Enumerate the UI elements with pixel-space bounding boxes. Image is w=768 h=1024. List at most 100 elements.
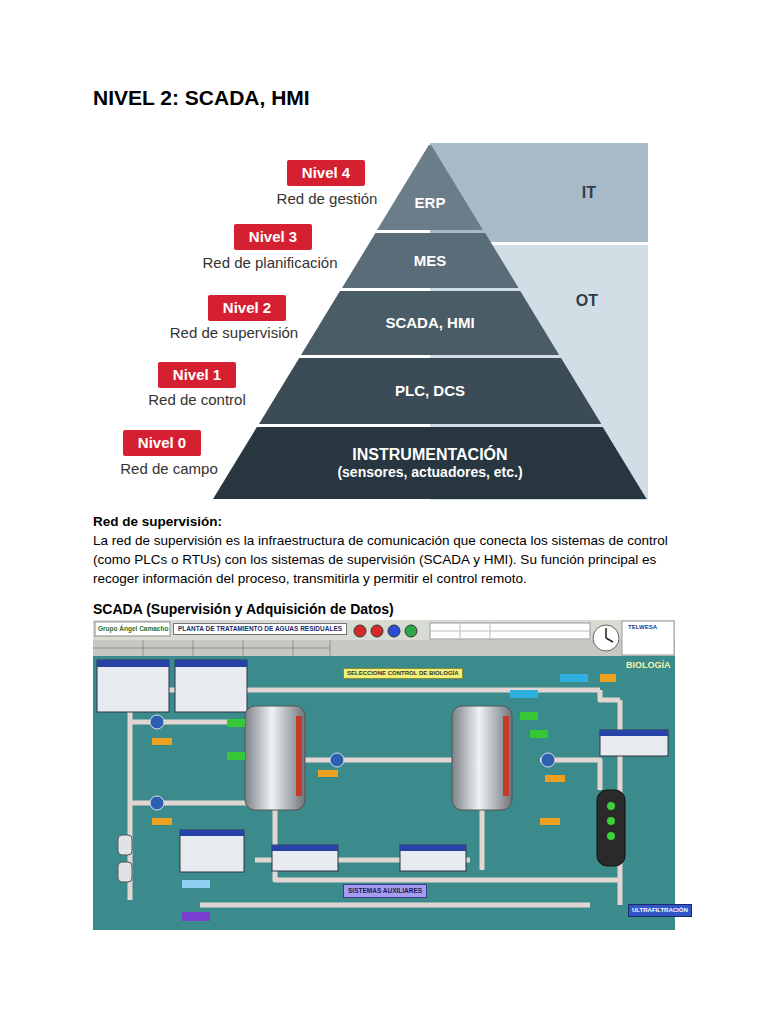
trapezoid-fill	[259, 358, 601, 424]
level-badge: Nivel 0	[123, 430, 201, 456]
alarm-table-grid	[430, 623, 590, 639]
subsystem-button: ULTRAFILTRACIÓN	[628, 904, 692, 917]
clock-hands	[606, 628, 613, 642]
subsystem-button: SISTEMAS AUXILIARES	[343, 884, 427, 898]
menu-grid	[93, 640, 330, 656]
node-text: ULTRAFILTRACIÓN	[632, 907, 688, 914]
pyramid-level: MES	[342, 233, 519, 288]
status-light	[607, 802, 615, 810]
network-caption: Red de planificación	[202, 254, 337, 272]
logo-text: TELWESA	[628, 624, 657, 631]
level-number: Nivel 4	[302, 164, 350, 182]
alarm-table	[430, 623, 590, 639]
network-caption: Red de campo	[120, 460, 218, 478]
panel-header	[97, 660, 169, 667]
level-badge: Nivel 2	[208, 295, 286, 321]
panel-header	[175, 660, 247, 667]
panel-header	[400, 845, 466, 851]
level-badge: Nivel 4	[287, 160, 365, 186]
node-text: ERP	[415, 194, 446, 212]
reactor-tank	[245, 706, 305, 810]
trapezoid-fill	[342, 233, 519, 288]
flow-tag	[182, 880, 210, 888]
setpoint-panel	[180, 830, 244, 872]
dark-vessel	[597, 790, 625, 866]
node-text: SELECCIONE CONTROL DE BIOLOGÍA	[347, 670, 459, 677]
pyramid-level: INSTRUMENTACIÓN(sensores, actuadores, et…	[213, 427, 647, 499]
trapezoid-fill	[377, 145, 483, 230]
reactor-tank	[452, 706, 512, 810]
status-tag	[520, 712, 538, 720]
status-light	[607, 832, 615, 840]
panel-header	[180, 830, 244, 836]
trapezoid-shape	[377, 145, 483, 230]
pyramid-level: ERP	[377, 145, 483, 230]
setpoint-panel	[272, 845, 338, 871]
logo-text: Grupo Ángel Camacho	[98, 625, 168, 633]
node-text: SISTEMAS AUXILIARES	[348, 887, 422, 895]
logo-box	[95, 622, 170, 636]
flow-tag	[560, 674, 588, 682]
pyramid-level: PLC, DCS	[259, 358, 601, 424]
node-text: INSTRUMENTACIÓN	[352, 445, 507, 464]
level-number: Nivel 1	[173, 366, 221, 384]
clock	[593, 625, 619, 651]
alarm-button	[354, 625, 366, 637]
node-text: IT	[582, 183, 596, 202]
node-text: PLANTA DE TRATAMIENTO DE AGUAS RESIDUALE…	[178, 625, 342, 633]
flow-tag	[510, 690, 538, 698]
pump	[150, 796, 164, 810]
flow-tag	[182, 912, 210, 921]
level-badge: Nivel 3	[234, 224, 312, 250]
filter	[118, 835, 132, 855]
node-text: SCADA, HMI	[385, 314, 474, 332]
trapezoid-fill	[301, 291, 559, 355]
logo-box	[622, 621, 674, 655]
scada-header	[93, 620, 675, 640]
network-caption: Red de supervisión	[170, 324, 298, 342]
status-tag	[227, 719, 245, 727]
panel-header	[600, 730, 668, 736]
status-tag	[530, 730, 548, 738]
node-text: OT	[576, 291, 598, 310]
pump	[150, 715, 164, 729]
valve-tag	[600, 674, 616, 682]
setpoint-panel	[175, 660, 247, 712]
network-caption: Red de control	[148, 391, 246, 409]
node-text: MES	[414, 252, 447, 270]
screen-title-box: PLANTA DE TRATAMIENTO DE AGUAS RESIDUALE…	[173, 623, 347, 635]
pipes	[130, 680, 620, 905]
level-number: Nivel 2	[223, 299, 271, 317]
body-paragraph: La red de supervisión es la infraestruct…	[93, 531, 685, 588]
section-heading: SCADA (Supervisión y Adquisición de Dato…	[93, 601, 394, 618]
alarm-button	[371, 625, 383, 637]
setpoint-panel	[600, 730, 668, 756]
valve-tag	[152, 818, 172, 825]
alarm-button	[405, 625, 417, 637]
valve-tag	[152, 738, 172, 745]
page-title: NIVEL 2: SCADA, HMI	[93, 86, 310, 110]
level-gauge	[503, 716, 509, 796]
screen-section-name: BIOLOGÍA	[626, 660, 671, 671]
level-gauge	[296, 716, 302, 796]
status-tag	[227, 752, 245, 760]
network-caption: Red de gestión	[277, 190, 378, 208]
node-text: (sensores, actuadores, etc.)	[337, 464, 522, 481]
status-light	[607, 817, 615, 825]
pump	[330, 753, 344, 767]
filter	[118, 862, 132, 882]
level-badge: Nivel 1	[158, 362, 236, 388]
panel-header	[272, 845, 338, 851]
selector-button: SELECCIONE CONTROL DE BIOLOGÍA	[343, 668, 463, 679]
alarm-button	[388, 625, 400, 637]
section-heading: Red de supervisión:	[93, 514, 222, 530]
pyramid-level: SCADA, HMI	[301, 291, 559, 355]
pump	[541, 753, 555, 767]
valve-tag	[545, 775, 565, 782]
level-number: Nivel 3	[249, 228, 297, 246]
valve-tag	[318, 770, 338, 777]
trapezoid-fill	[213, 427, 647, 499]
